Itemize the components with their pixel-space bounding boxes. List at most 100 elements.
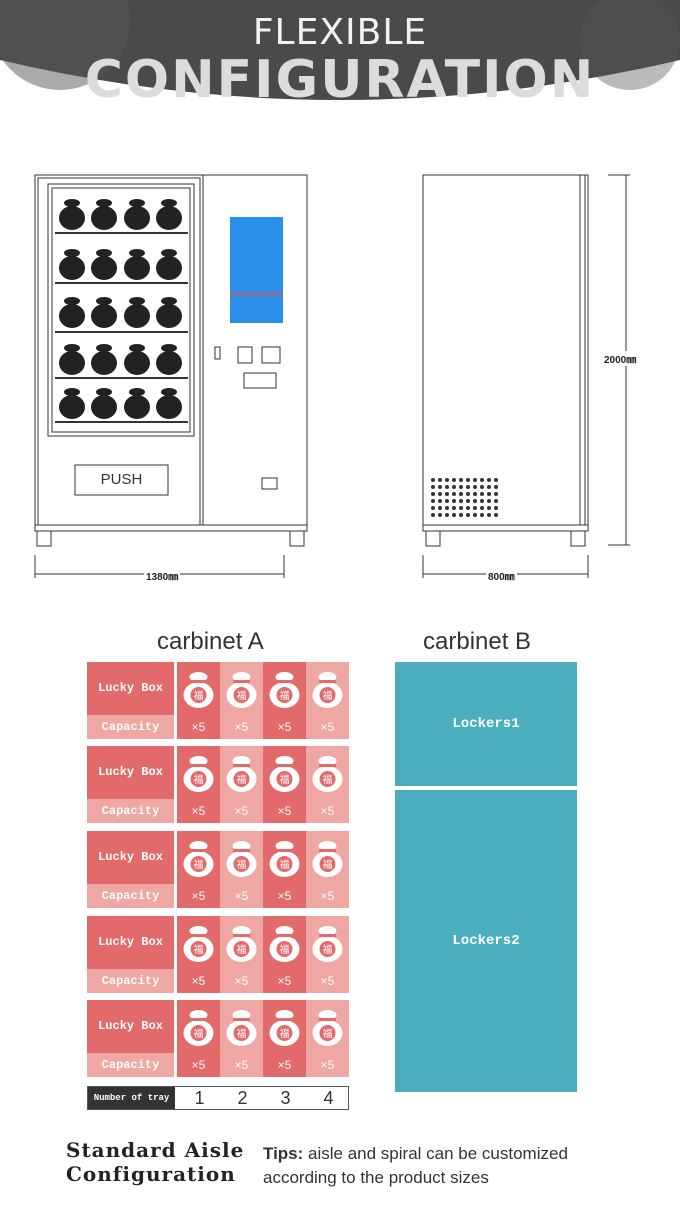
vent-hole [466,478,470,482]
svg-text:福: 福 [280,689,290,702]
vent-hole [452,492,456,496]
header-title-line2: CONFIGURATION [84,50,596,110]
vent-hole [431,478,435,482]
svg-text:福: 福 [194,943,204,956]
vent-hole [431,485,435,489]
svg-text:福: 福 [194,689,204,702]
vent-hole [445,478,449,482]
vent-hole [466,492,470,496]
vent-hole [431,499,435,503]
vent-hole [494,513,498,517]
vent-grille [431,478,498,517]
depth-label: 800㎜ [486,568,517,583]
svg-text:福: 福 [237,1027,247,1040]
svg-text:福: 福 [237,773,247,786]
vent-hole [445,513,449,517]
footer-title-line2: Configuration [66,1162,236,1186]
capacity-value: ×5 [306,884,349,908]
vending-machine-drawing [34,174,630,578]
capacity-value: ×5 [263,799,306,823]
vent-hole [473,499,477,503]
svg-text:福: 福 [323,773,333,786]
tray-number: 2 [237,1088,248,1108]
capacity-value: ×5 [177,884,220,908]
vent-hole [466,499,470,503]
lucky-bag-icon: 福 [306,662,349,715]
vent-hole [452,499,456,503]
vent-hole [452,478,456,482]
vent-hole [438,485,442,489]
vent-hole [459,478,463,482]
vent-hole [445,485,449,489]
vent-hole [438,513,442,517]
vent-hole [480,492,484,496]
vent-hole [480,506,484,510]
locker-2: Lockers2 [395,790,577,1092]
cabinet-a-title: carbinet A [157,628,264,655]
svg-text:福: 福 [237,858,247,871]
vent-hole [452,513,456,517]
vent-hole [445,499,449,503]
capacity-value: ×5 [306,1053,349,1077]
vent-hole [431,492,435,496]
tray-number: 1 [194,1088,205,1108]
lucky-bag-icon: 福 [263,831,306,884]
vent-hole [473,478,477,482]
capacity-value: ×5 [263,884,306,908]
lucky-bag-icon: 福 [263,662,306,715]
vent-hole [494,506,498,510]
svg-text:福: 福 [323,858,333,871]
tray-number-label: Number of tray [88,1087,175,1109]
vent-hole [480,485,484,489]
capacity-label: Capacity [87,884,174,908]
svg-text:福: 福 [194,1027,204,1040]
lucky-bag-icon: 福 [220,1000,263,1053]
lucky-bag-icon: 福 [263,746,306,799]
vent-hole [487,492,491,496]
tray-label: Lucky Box [87,831,174,884]
lucky-bag-icon: 福 [177,746,220,799]
locker-1: Lockers1 [395,662,577,786]
lucky-bag-icon: 福 [306,831,349,884]
svg-text:福: 福 [280,943,290,956]
vent-hole [438,478,442,482]
capacity-value: ×5 [220,1053,263,1077]
capacity-value: ×5 [220,884,263,908]
vent-hole [438,506,442,510]
touch-screen [230,217,283,323]
svg-text:福: 福 [323,943,333,956]
capacity-value: ×5 [263,1053,306,1077]
vent-hole [438,499,442,503]
lucky-bag-icon: 福 [177,662,220,715]
vent-hole [494,478,498,482]
height-label: 2000㎜ [602,351,639,366]
footer-tip: Tips: aisle and spiral can be customized… [263,1142,663,1190]
capacity-label: Capacity [87,799,174,823]
vent-hole [459,485,463,489]
svg-text:福: 福 [323,689,333,702]
vent-hole [431,513,435,517]
push-label: PUSH [100,471,143,488]
width-label: 1380㎜ [144,568,181,583]
vent-hole [459,499,463,503]
side-view [422,174,589,547]
vent-hole [452,485,456,489]
capacity-value: ×5 [177,1053,220,1077]
vent-hole [494,492,498,496]
vent-hole [473,506,477,510]
lucky-bag-icon: 福 [263,1000,306,1053]
vent-hole [445,492,449,496]
lucky-bag-icon: 福 [306,746,349,799]
lucky-bag-icon: 福 [220,831,263,884]
capacity-value: ×5 [177,715,220,739]
tray-label: Lucky Box [87,916,174,969]
tray-label: Lucky Box [87,746,174,799]
svg-text:福: 福 [194,858,204,871]
footer-title-line1: Standard Aisle [66,1138,245,1162]
capacity-value: ×5 [177,969,220,993]
capacity-value: ×5 [220,969,263,993]
